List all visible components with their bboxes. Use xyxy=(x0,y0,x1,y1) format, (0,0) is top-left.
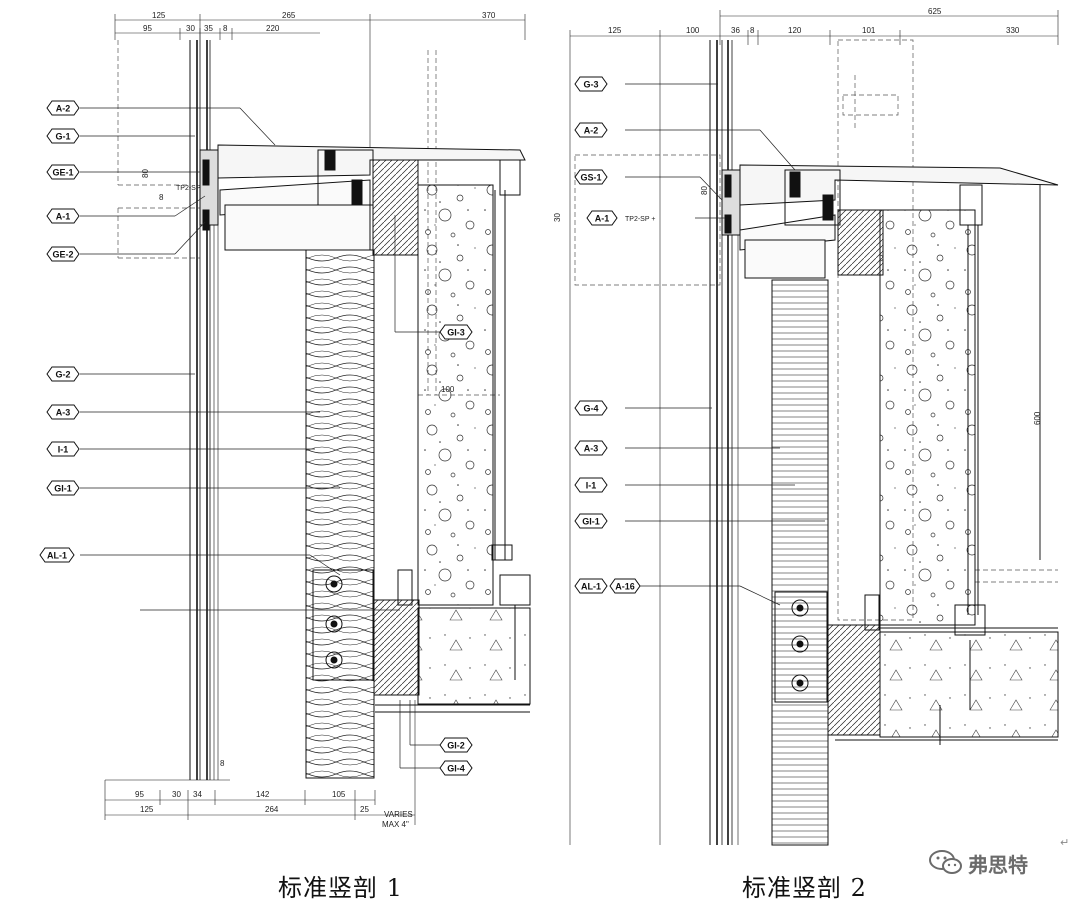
s2-tag-g-3: G-3 xyxy=(574,76,608,92)
s1-dim-30: 30 xyxy=(186,24,195,33)
s1-bdim-25: 25 xyxy=(360,805,369,814)
s1-dim-220: 220 xyxy=(266,24,280,33)
s1-max4: MAX 4" xyxy=(382,820,409,829)
s2-dim-30: 30 xyxy=(553,213,562,222)
s1-bdim-125: 125 xyxy=(140,805,154,814)
svg-text:GI-3: GI-3 xyxy=(447,328,465,338)
section-2-drawing xyxy=(569,10,1059,846)
s1-dim-35: 35 xyxy=(204,24,213,33)
svg-text:G-4: G-4 xyxy=(583,404,598,414)
s2-dim-36: 36 xyxy=(731,26,740,35)
s1-tag-a-2: A-2 xyxy=(46,100,80,116)
top-dimension-lines xyxy=(114,14,526,150)
s1-tag-ge-2: GE-2 xyxy=(46,246,80,262)
svg-text:AL-1: AL-1 xyxy=(47,551,67,561)
svg-text:A-3: A-3 xyxy=(584,444,599,454)
svg-text:AL-1: AL-1 xyxy=(581,582,601,592)
svg-text:GI-4: GI-4 xyxy=(447,764,465,774)
s1-tag-g-1: G-1 xyxy=(46,128,80,144)
s1-dim-100: 100 xyxy=(441,385,455,394)
svg-text:G-1: G-1 xyxy=(55,132,70,142)
s1-dim-95: 95 xyxy=(143,24,152,33)
s2-tag-al-1: AL-1 xyxy=(574,578,608,594)
s1-tag-a-3: A-3 xyxy=(46,404,80,420)
s2-dim-8: 8 xyxy=(750,26,755,35)
s2-tag-a-16: A-16 xyxy=(609,578,641,594)
svg-text:G-3: G-3 xyxy=(583,80,598,90)
s1-dim-8b: 8 xyxy=(220,759,225,768)
s1-tp2-sp: TP2-SP xyxy=(176,185,201,192)
s2-dim-600: 600 xyxy=(1033,411,1042,425)
s1-bdim-30: 30 xyxy=(172,790,181,799)
watermark: 弗思特 xyxy=(928,848,1058,878)
s2-tag-a-2: A-2 xyxy=(574,122,608,138)
svg-text:GE-1: GE-1 xyxy=(52,168,73,178)
s1-bdim-105: 105 xyxy=(332,790,346,799)
svg-text:G-2: G-2 xyxy=(55,370,70,380)
s1-tags: A-2G-1GE-1A-1GE-2G-2A-3I-1GI-1AL-1 GI-3GI… xyxy=(39,100,473,776)
svg-text:GI-1: GI-1 xyxy=(54,484,72,494)
s1-tag-gi-4: GI-4 xyxy=(439,760,473,776)
caption-section-2: 标准竖剖 2 xyxy=(742,874,867,902)
svg-text:I-1: I-1 xyxy=(58,445,69,455)
svg-text:A-2: A-2 xyxy=(584,126,599,136)
s1-tag-gi-2: GI-2 xyxy=(439,737,473,753)
svg-text:GE-2: GE-2 xyxy=(52,250,73,260)
section-1-drawing xyxy=(80,14,531,825)
svg-text:A-3: A-3 xyxy=(56,408,71,418)
s1-tag-i-1: I-1 xyxy=(46,441,80,457)
svg-text:I-1: I-1 xyxy=(586,481,597,491)
svg-text:GS-1: GS-1 xyxy=(580,173,601,183)
svg-text:A-1: A-1 xyxy=(56,212,71,222)
return-mark: ↵ xyxy=(1060,836,1070,849)
s1-dim-80: 80 xyxy=(141,169,150,178)
s1-dim-8c: 8 xyxy=(159,193,164,202)
s1-tag-a-1: A-1 xyxy=(46,208,80,224)
s2-dim-80: 80 xyxy=(700,186,709,195)
s1-tag-ge-1: GE-1 xyxy=(46,164,80,180)
s1-bdim-95: 95 xyxy=(135,790,144,799)
svg-text:A-2: A-2 xyxy=(56,104,71,114)
s2-dim-330: 330 xyxy=(1006,26,1020,35)
s2-tag-gi-1: GI-1 xyxy=(574,513,608,529)
svg-text:GI-1: GI-1 xyxy=(582,517,600,527)
s1-tag-al-1: AL-1 xyxy=(39,547,75,563)
s1-bdim-142: 142 xyxy=(256,790,270,799)
wechat-icon xyxy=(929,850,962,874)
s1-tag-gi-1: GI-1 xyxy=(46,480,80,496)
s2-tp2-sp: TP2-SP + xyxy=(625,216,655,223)
s2-tag-i-1: I-1 xyxy=(574,477,608,493)
s2-dim-100: 100 xyxy=(686,26,700,35)
s1-bdim-264: 264 xyxy=(265,805,279,814)
s2-dim-101: 101 xyxy=(862,26,876,35)
s2-dim-625: 625 xyxy=(928,7,942,16)
watermark-text: 弗思特 xyxy=(968,853,1028,877)
s1-varies: VARIES xyxy=(384,810,413,819)
s2-tag-gs-1: GS-1 xyxy=(574,169,608,185)
s1-dim-8: 8 xyxy=(223,24,228,33)
s1-dim-265: 265 xyxy=(282,11,296,20)
svg-text:A-16: A-16 xyxy=(615,582,635,592)
s1-dim-370: 370 xyxy=(482,11,496,20)
s2-dim-125: 125 xyxy=(608,26,622,35)
s2-tag-a-1: A-1 xyxy=(586,210,618,226)
s1-dim-125: 125 xyxy=(152,11,166,20)
caption-section-1: 标准竖剖 1 xyxy=(278,874,403,902)
s1-tag-g-2: G-2 xyxy=(46,366,80,382)
s2-dim-120: 120 xyxy=(788,26,802,35)
s2-tag-g-4: G-4 xyxy=(574,400,608,416)
svg-text:GI-2: GI-2 xyxy=(447,741,465,751)
s1-bdim-34: 34 xyxy=(193,790,202,799)
svg-text:A-1: A-1 xyxy=(595,214,610,224)
s2-tag-a-3: A-3 xyxy=(574,440,608,456)
s1-tag-gi-3: GI-3 xyxy=(439,324,473,340)
s2-tags: G-3A-2GS-1A-1G-4A-3I-1GI-1AL-1 A-16 xyxy=(574,76,641,594)
